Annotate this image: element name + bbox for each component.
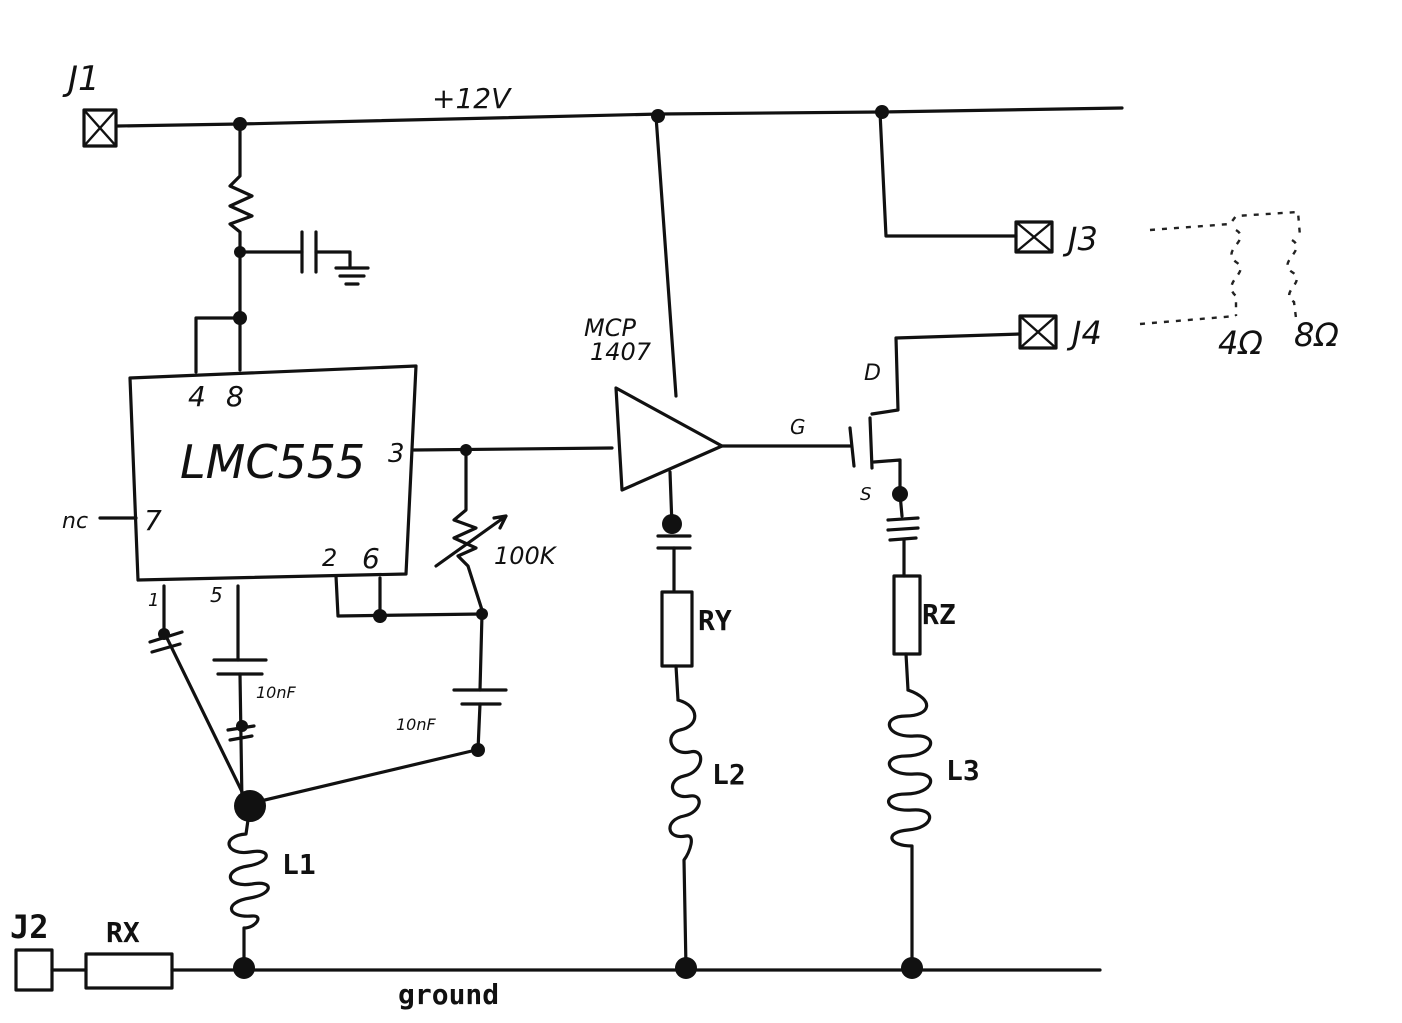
label-cap5: 10nF xyxy=(256,683,297,702)
potentiometer-100k xyxy=(434,448,508,612)
source-capacitor xyxy=(886,492,920,578)
gate-driver xyxy=(614,114,852,592)
label-pin3: 3 xyxy=(388,439,405,469)
star-node-wire xyxy=(246,748,478,806)
label-ground: ground xyxy=(398,978,499,1011)
label-load-8ohm: 8Ω xyxy=(1294,316,1339,354)
label-drain: D xyxy=(864,361,881,386)
output-wire xyxy=(412,446,614,452)
label-pin8: 8 xyxy=(226,380,244,413)
label-rx: RX xyxy=(106,916,140,949)
inductor-l1 xyxy=(227,818,270,970)
connector-j1 xyxy=(82,108,118,148)
label-l2: L2 xyxy=(712,758,746,791)
label-rz: RZ xyxy=(922,598,956,631)
ground-pin-wire xyxy=(148,584,250,806)
resistor-ry xyxy=(660,590,694,702)
label-source: S xyxy=(860,484,871,505)
j3-branch xyxy=(878,110,1018,238)
timing-capacitor xyxy=(452,688,508,752)
resistor-rx xyxy=(50,952,174,990)
timer-ic xyxy=(128,364,418,582)
label-pin-nc: nc xyxy=(62,509,88,534)
inductor-l3 xyxy=(886,688,933,970)
label-pin1: 1 xyxy=(148,590,159,611)
label-j1: J1 xyxy=(62,59,100,99)
label-l1: L1 xyxy=(282,848,316,881)
label-j3: J3 xyxy=(1062,220,1098,258)
label-ry: RY xyxy=(698,604,732,637)
label-j4: J4 xyxy=(1066,314,1102,352)
label-cap-timing: 10nF xyxy=(396,715,437,734)
label-load-4ohm: 4Ω xyxy=(1218,324,1263,362)
trigger-threshold-wire xyxy=(334,574,484,692)
label-driver-line2: 1407 xyxy=(590,338,652,366)
inductor-l2 xyxy=(668,698,703,970)
label-ic-name: LMC555 xyxy=(180,435,365,489)
label-pin2: 2 xyxy=(322,544,337,572)
connector-j4 xyxy=(1018,314,1058,350)
label-gate: G xyxy=(790,415,806,439)
label-pin7: 7 xyxy=(144,504,162,537)
speaker-load-wiring xyxy=(1139,210,1302,326)
label-j2: J2 xyxy=(10,908,49,946)
label-pin6: 6 xyxy=(362,542,380,575)
label-pin5: 5 xyxy=(210,583,223,607)
supply-resistor xyxy=(194,122,370,374)
connector-j2 xyxy=(14,948,54,992)
label-supply: +12V xyxy=(432,82,512,115)
label-l3: L3 xyxy=(946,754,980,787)
control-capacitor xyxy=(212,584,268,806)
connector-j3 xyxy=(1014,220,1054,254)
label-driver-line1: MCP xyxy=(584,314,636,342)
junction-dots xyxy=(158,105,923,979)
supply-rail xyxy=(116,106,1124,128)
resistor-rz xyxy=(892,574,922,692)
label-pot: 100K xyxy=(494,542,558,570)
label-pin4: 4 xyxy=(188,380,206,413)
mosfet xyxy=(848,332,1022,496)
